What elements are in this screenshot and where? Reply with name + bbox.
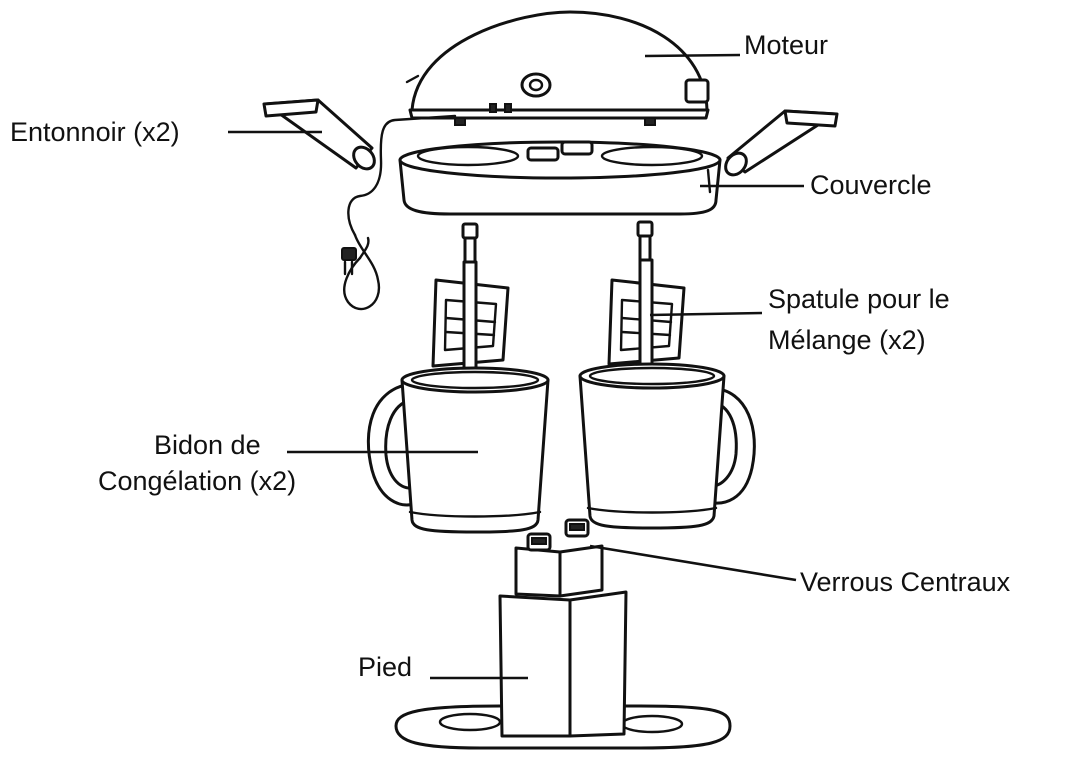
power-cord: [341, 114, 457, 311]
mixing-paddle-right: [607, 220, 686, 380]
label-verrous: Verrous Centraux: [800, 567, 1011, 597]
label-entonnoir: Entonnoir (x2): [10, 117, 180, 147]
base-stand: [394, 518, 732, 750]
label-moteur: Moteur: [744, 30, 829, 60]
lid: [398, 140, 722, 216]
label-pied: Pied: [358, 652, 413, 682]
label-couvercle: Couvercle: [810, 170, 932, 200]
motor-unit: [405, 10, 710, 126]
mixing-paddle-left: [431, 222, 510, 382]
label-bidon-line2: Congélation (x2): [98, 466, 297, 496]
freezer-bowl-right: [578, 362, 756, 530]
leader-lines: [228, 53, 804, 680]
funnel-right: [724, 109, 839, 177]
funnel-left: [262, 98, 376, 171]
label-spatule-line2: Mélange (x2): [768, 325, 926, 355]
freezer-bowl-left: [366, 366, 550, 534]
label-spatule-line1: Spatule pour le: [768, 284, 950, 314]
label-bidon-line1: Bidon de: [154, 430, 261, 460]
